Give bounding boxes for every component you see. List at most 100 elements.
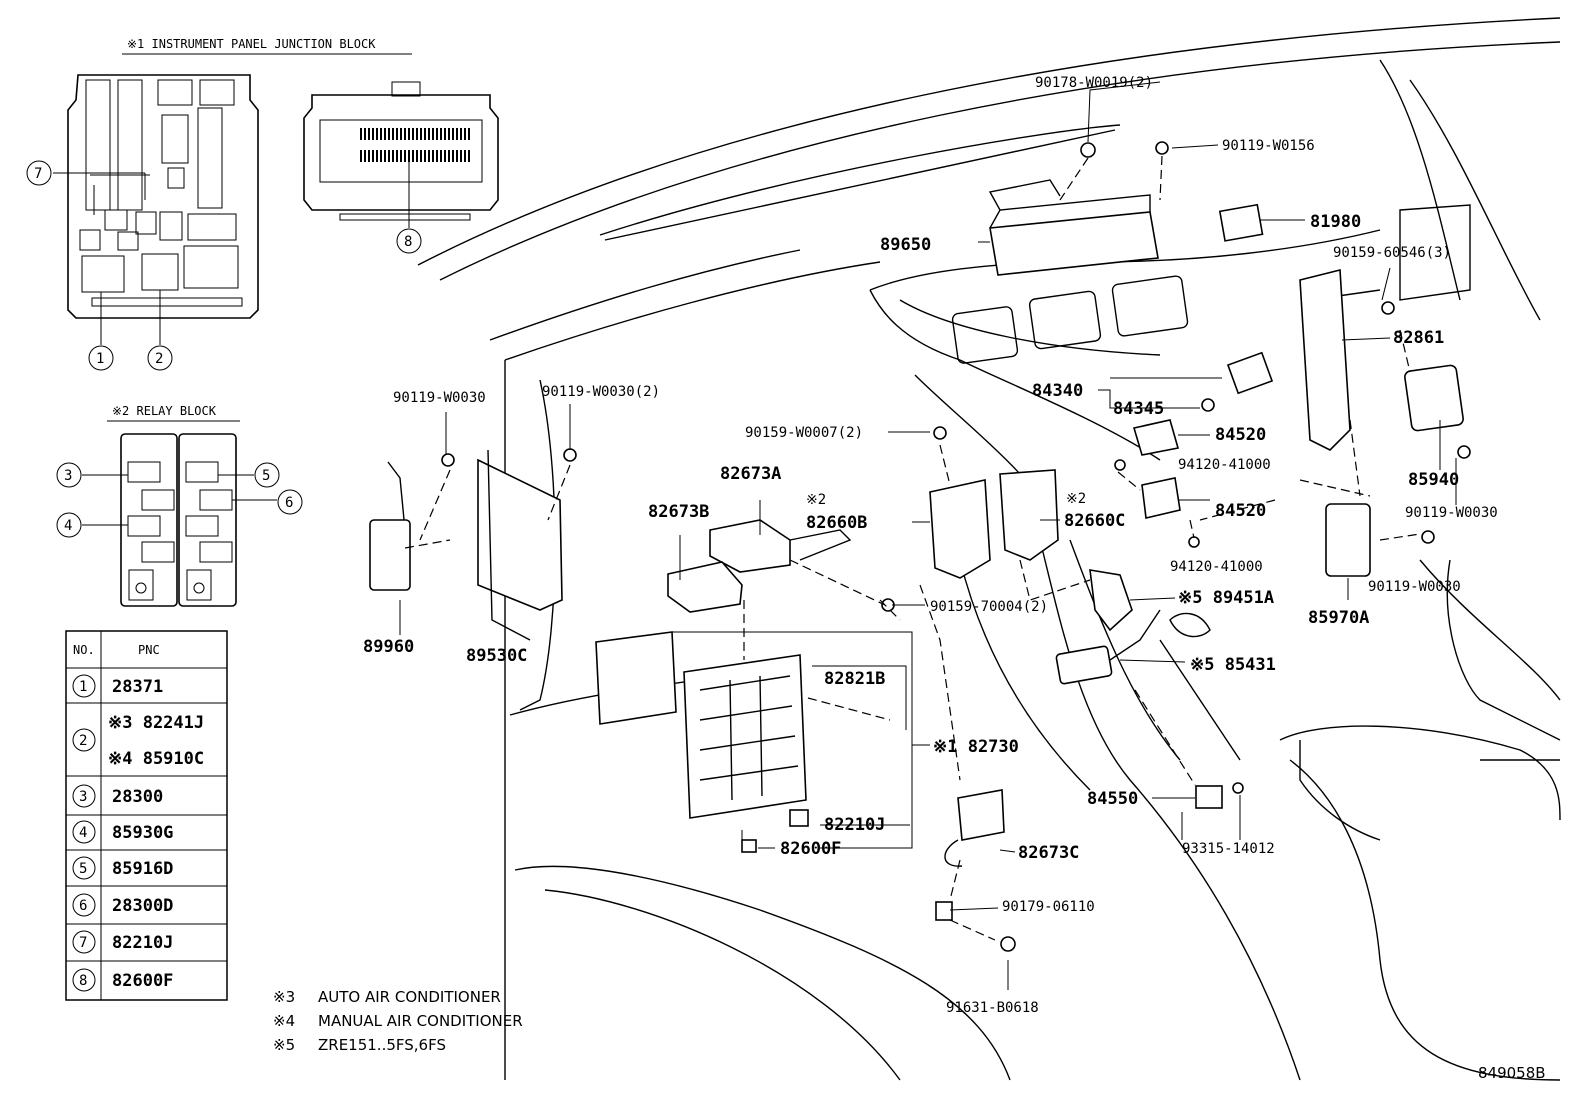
connector-pin <box>460 150 462 162</box>
label-mark-2b: ※2 <box>1066 491 1086 507</box>
connector-pin <box>420 128 422 140</box>
connector-pin <box>424 128 426 140</box>
connector-pin <box>400 150 402 162</box>
row-7-no: 7 <box>79 935 87 951</box>
pnc-table: NO. PNC 1 28371 2 ※3 82241J ※4 85910C 3 … <box>65 630 228 1001</box>
connector-pin <box>400 128 402 140</box>
connector-pin <box>436 150 438 162</box>
label-90119-w0030-2: 90119-W0030(2) <box>542 384 660 400</box>
connector-pin <box>440 150 442 162</box>
connector-pin <box>364 150 366 162</box>
label-90159-w0007: 90159-W0007(2) <box>745 425 863 441</box>
connector-pin <box>376 128 378 140</box>
connector-pin <box>420 150 422 162</box>
row-6-no: 6 <box>79 898 87 914</box>
row-8-no: 8 <box>79 973 87 989</box>
label-91631-b0618: 91631-B0618 <box>946 1000 1039 1016</box>
label-90159-70004: 90159-70004(2) <box>930 599 1048 615</box>
connector-pin <box>404 128 406 140</box>
connector-pin <box>360 128 362 140</box>
connector-pin <box>416 150 418 162</box>
relay-block-title: ※2 RELAY BLOCK <box>112 404 217 418</box>
connector-pin <box>392 150 394 162</box>
connector-pin <box>464 150 466 162</box>
note-4-text: MANUAL AIR CONDITIONER <box>318 1012 523 1030</box>
row-1-pnc: 28371 <box>112 677 163 697</box>
connector-pin <box>424 150 426 162</box>
connector-pin <box>432 128 434 140</box>
label-82673a: 82673A <box>720 464 781 484</box>
connector-pin <box>384 128 386 140</box>
connector-pin <box>380 128 382 140</box>
row-6-pnc: 28300D <box>112 896 173 916</box>
label-82210j: 82210J <box>824 815 885 835</box>
connector-pin <box>376 150 378 162</box>
label-82600f: 82600F <box>780 839 841 859</box>
label-81980: 81980 <box>1310 212 1361 232</box>
label-89530c: 89530C <box>466 646 527 666</box>
connector-pin <box>404 150 406 162</box>
label-82861: 82861 <box>1393 328 1444 348</box>
label-89960: 89960 <box>363 637 414 657</box>
junction-block-drawing <box>67 74 259 319</box>
connector-pin <box>452 128 454 140</box>
connector-pin <box>368 150 370 162</box>
table-header-no: NO. <box>73 643 95 657</box>
label-82821b: 82821B <box>824 669 885 689</box>
connector-pin <box>380 150 382 162</box>
row-2-pnc-b: ※4 85910C <box>108 749 204 769</box>
row-3-no: 3 <box>79 789 87 805</box>
connector-pin <box>456 150 458 162</box>
connector-pin <box>456 128 458 140</box>
label-82673b: 82673B <box>648 502 709 522</box>
callout-6: 6 <box>285 495 293 511</box>
connector-pin <box>368 128 370 140</box>
connector-pin <box>384 150 386 162</box>
label-89451a: ※5 89451A <box>1178 588 1274 608</box>
part-labels: 90178-W0019(2) 90119-W0156 81980 89650 9… <box>363 75 1498 1016</box>
connector-pin <box>360 150 362 162</box>
connector-pin <box>464 128 466 140</box>
connector-pin <box>440 128 442 140</box>
label-85431: ※5 85431 <box>1190 655 1276 675</box>
row-2-no: 2 <box>79 733 87 749</box>
note-3-mark: ※3 <box>273 988 295 1006</box>
callout-7: 7 <box>34 166 42 182</box>
label-90119-w0030-right: 90119-W0030 <box>1405 505 1498 521</box>
note-5-mark: ※5 <box>273 1036 295 1054</box>
dashboard-outline <box>417 17 1561 1081</box>
label-90179-06110: 90179-06110 <box>1002 899 1095 915</box>
connector-pin <box>388 150 390 162</box>
label-90119-w0156: 90119-W0156 <box>1222 138 1315 154</box>
row-1-no: 1 <box>79 679 87 695</box>
connector-pin <box>428 150 430 162</box>
connector-pin <box>372 128 374 140</box>
label-84520-upper: 84520 <box>1215 425 1266 445</box>
label-82673c: 82673C <box>1018 843 1079 863</box>
connector-pin <box>448 150 450 162</box>
connector-pin <box>444 150 446 162</box>
label-94120-41000-lower: 94120-41000 <box>1170 559 1263 575</box>
connector-pin <box>416 128 418 140</box>
junction-block-title: ※1 INSTRUMENT PANEL JUNCTION BLOCK <box>127 37 376 51</box>
connector-pin <box>364 128 366 140</box>
connector-pin <box>448 128 450 140</box>
label-82660b: 82660B <box>806 513 867 533</box>
callout-2: 2 <box>155 351 163 367</box>
connector-pin <box>452 150 454 162</box>
label-84520-lower: 84520 <box>1215 501 1266 521</box>
connector-pin <box>432 150 434 162</box>
junction-block-inset: ※1 INSTRUMENT PANEL JUNCTION BLOCK <box>26 37 499 371</box>
label-84550: 84550 <box>1087 789 1138 809</box>
label-94120-41000-upper: 94120-41000 <box>1178 457 1271 473</box>
note-4-mark: ※4 <box>273 1012 295 1030</box>
table-header-pnc: PNC <box>138 643 160 657</box>
connector-pin <box>444 128 446 140</box>
footnotes: ※3 AUTO AIR CONDITIONER ※4 MANUAL AIR CO… <box>273 988 523 1054</box>
label-90178-w0019: 90178-W0019(2) <box>1035 75 1153 91</box>
connector-pin <box>460 128 462 140</box>
label-90119-w0030-left: 90119-W0030 <box>393 390 486 406</box>
figure-code: 849058B <box>1478 1064 1546 1082</box>
row-4-pnc: 85930G <box>112 823 173 843</box>
